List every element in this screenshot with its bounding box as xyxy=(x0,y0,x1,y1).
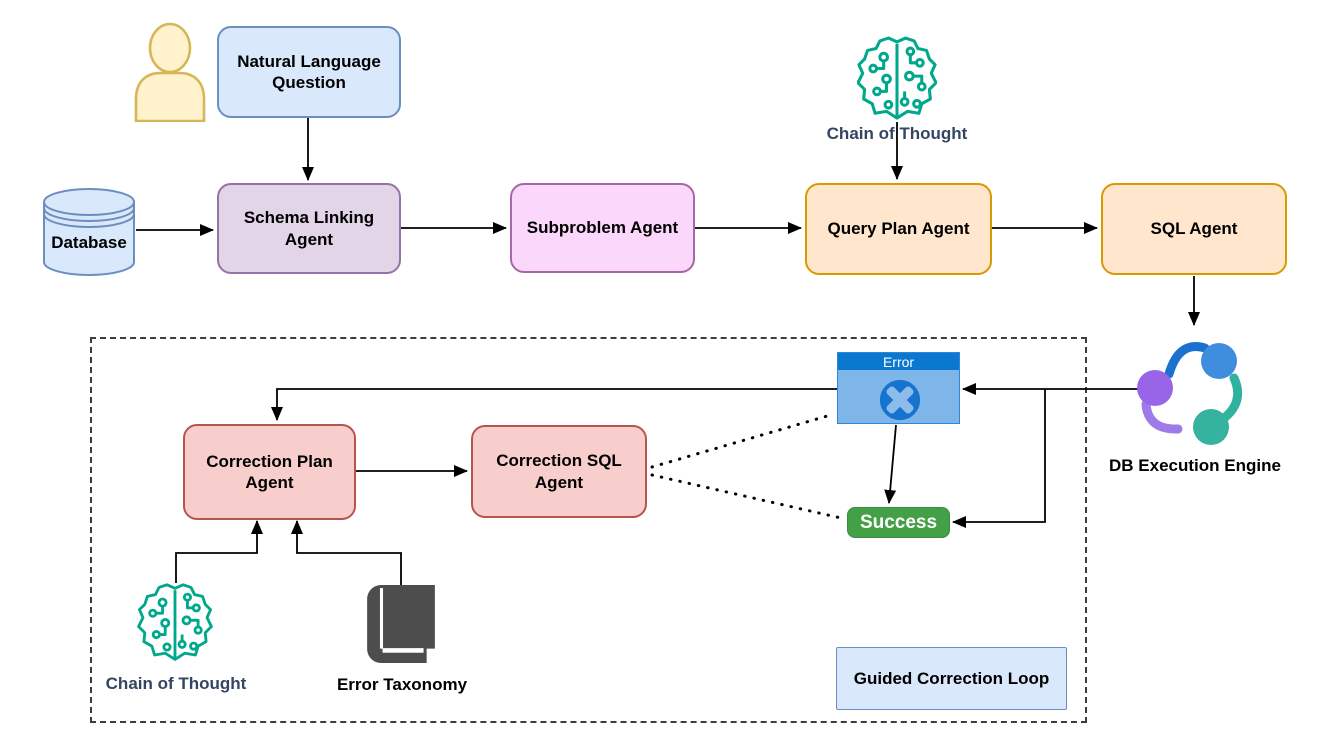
node-database: Database xyxy=(42,186,136,278)
node-subproblem-agent: Subproblem Agent xyxy=(510,183,695,273)
node-query-plan-agent: Query Plan Agent xyxy=(805,183,992,275)
chain-of-thought-brain-icon xyxy=(857,36,937,120)
node-label: Natural Language Question xyxy=(237,51,381,92)
node-natural-language-question: Natural Language Question xyxy=(217,26,401,118)
node-schema-linking-agent: Schema Linking Agent xyxy=(217,183,401,274)
node-label: Correction SQL Agent xyxy=(496,451,622,492)
db-execution-engine-label: DB Execution Engine xyxy=(1109,456,1281,475)
node-label: Success xyxy=(859,511,938,533)
error-taxonomy-label: Error Taxonomy xyxy=(336,675,468,694)
node-label: Guided Correction Loop xyxy=(853,668,1050,688)
node-label: Correction Plan Agent xyxy=(206,451,333,492)
guided-correction-loop-container xyxy=(90,337,1087,723)
node-correction-plan-agent: Correction Plan Agent xyxy=(183,424,356,520)
node-success: Success xyxy=(847,507,950,538)
error-title-bar: Error xyxy=(838,353,959,370)
node-label: SQL Agent xyxy=(1150,219,1238,239)
node-label: Database xyxy=(51,233,127,252)
person-icon xyxy=(134,22,206,122)
chain-of-thought-top-label: Chain of Thought xyxy=(826,124,968,143)
node-label: Query Plan Agent xyxy=(827,219,970,239)
node-label: Schema Linking Agent xyxy=(243,208,375,249)
chain-of-thought-bottom-label: Chain of Thought xyxy=(105,674,247,693)
node-error: Error xyxy=(837,352,960,424)
database-cylinder-icon xyxy=(43,187,135,277)
node-sql-agent: SQL Agent xyxy=(1101,183,1287,275)
chain-of-thought-brain-icon xyxy=(137,583,213,661)
node-correction-sql-agent: Correction SQL Agent xyxy=(471,425,647,518)
error-taxonomy-book-icon xyxy=(367,585,435,663)
guided-correction-loop-label-box: Guided Correction Loop xyxy=(836,647,1067,710)
error-x-icon xyxy=(879,379,921,421)
node-label: Subproblem Agent xyxy=(526,218,679,238)
db-execution-engine-icon xyxy=(1137,342,1243,445)
